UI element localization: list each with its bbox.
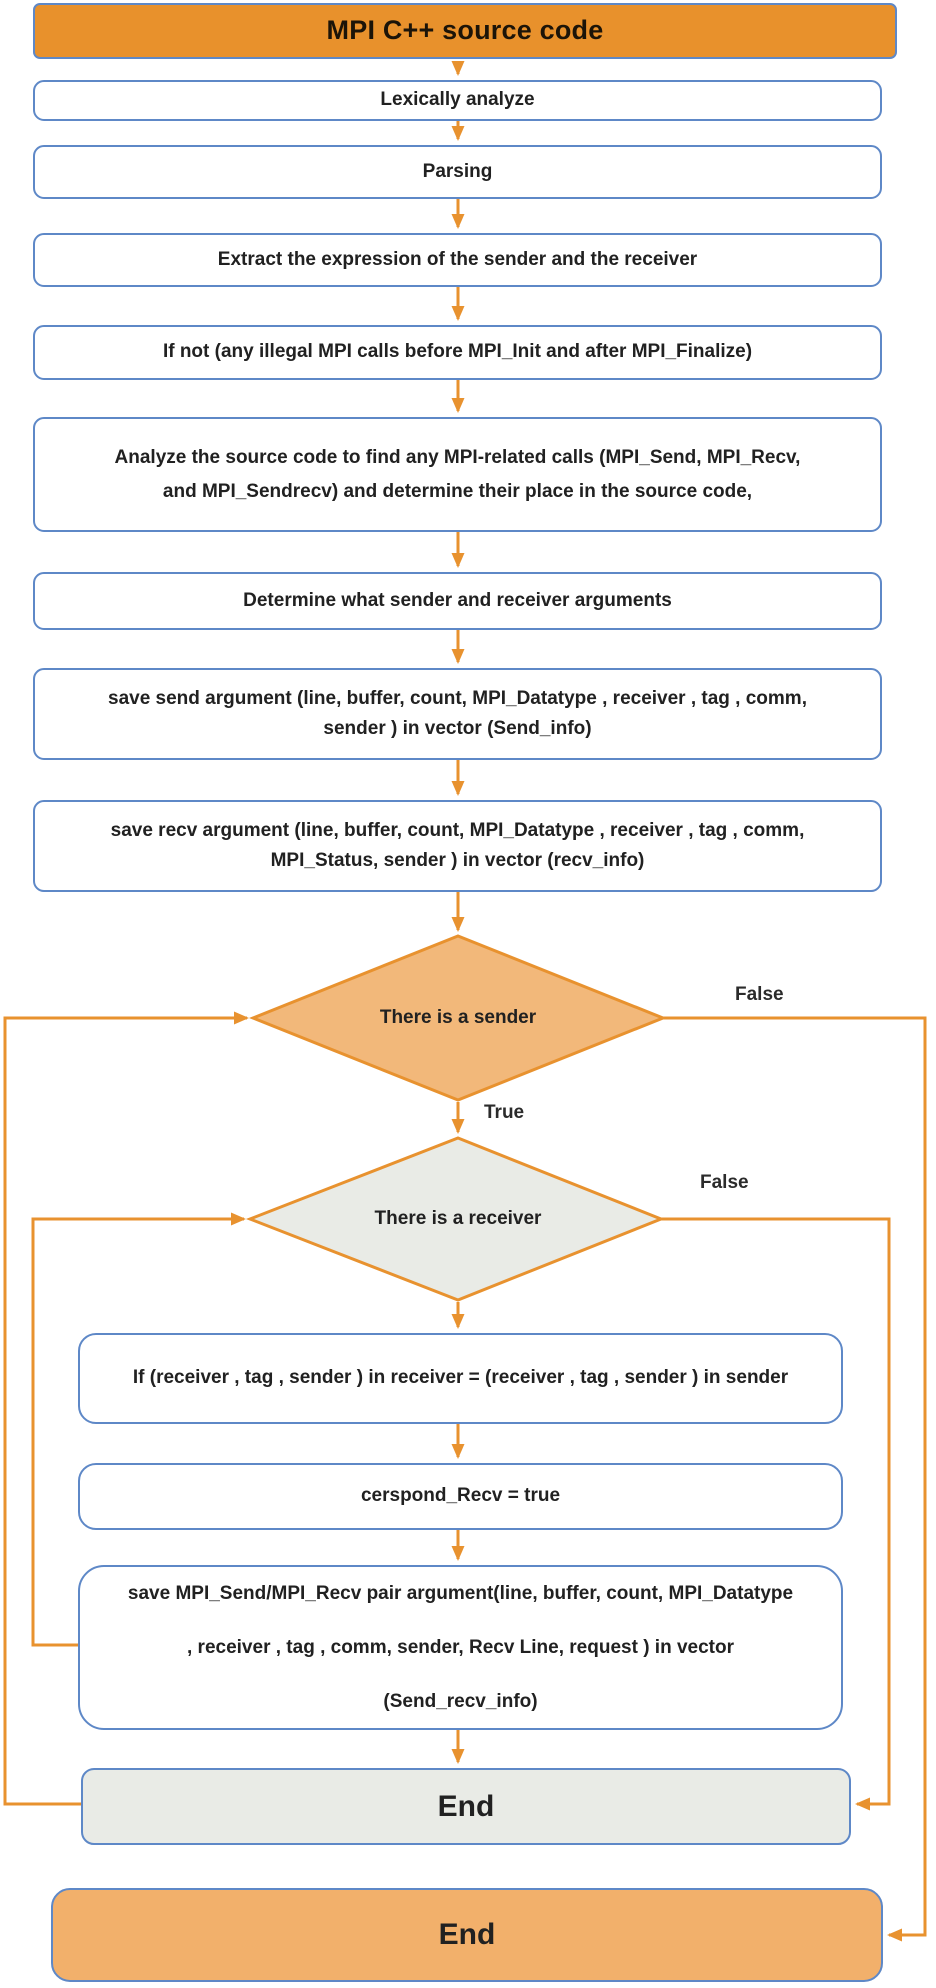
end-node-final: End — [51, 1888, 883, 1982]
step-lexically-analyze: Lexically analyze — [33, 80, 882, 121]
decision-sender-diamond — [248, 934, 668, 1102]
end-node-inner: End — [81, 1768, 851, 1845]
decision-receiver-label: There is a receiver — [374, 1207, 542, 1229]
step-save-recv-args: save recv argument (line, buffer, count,… — [33, 800, 882, 892]
step-save-send-args: save send argument (line, buffer, count,… — [33, 668, 882, 760]
edge-label-false-sender: False — [735, 984, 784, 1005]
decision-receiver-diamond — [245, 1136, 666, 1302]
branch-edges — [3, 1011, 927, 1942]
edge-loop-endgray-to-sender-decision — [3, 1011, 249, 1806]
step-parsing: Parsing — [33, 145, 882, 199]
edge-false-receiver-to-endgray — [661, 1217, 891, 1811]
step-save-pair-args: save MPI_Send/MPI_Recv pair argument(lin… — [78, 1565, 843, 1730]
edge-label-false-receiver: False — [700, 1172, 749, 1193]
step-set-cerspond-recv: cerspond_Recv = true — [78, 1463, 843, 1530]
edge-false-sender-to-endorange — [663, 1016, 927, 1942]
step-if-pair-match: If (receiver , tag , sender ) in receive… — [78, 1333, 843, 1424]
step-check-illegal-calls: If not (any illegal MPI calls before MPI… — [33, 325, 882, 380]
step-determine-arguments: Determine what sender and receiver argum… — [33, 572, 882, 630]
decision-sender-label: There is a sender — [379, 1006, 537, 1028]
step-extract-expressions: Extract the expression of the sender and… — [33, 233, 882, 287]
start-node-mpi-source: MPI C++ source code — [33, 3, 897, 59]
step-analyze-source: Analyze the source code to find any MPI-… — [33, 417, 882, 532]
edge-loop-savepair-to-receiver-decision — [31, 1212, 246, 1647]
edge-label-true-sender: True — [484, 1102, 525, 1123]
